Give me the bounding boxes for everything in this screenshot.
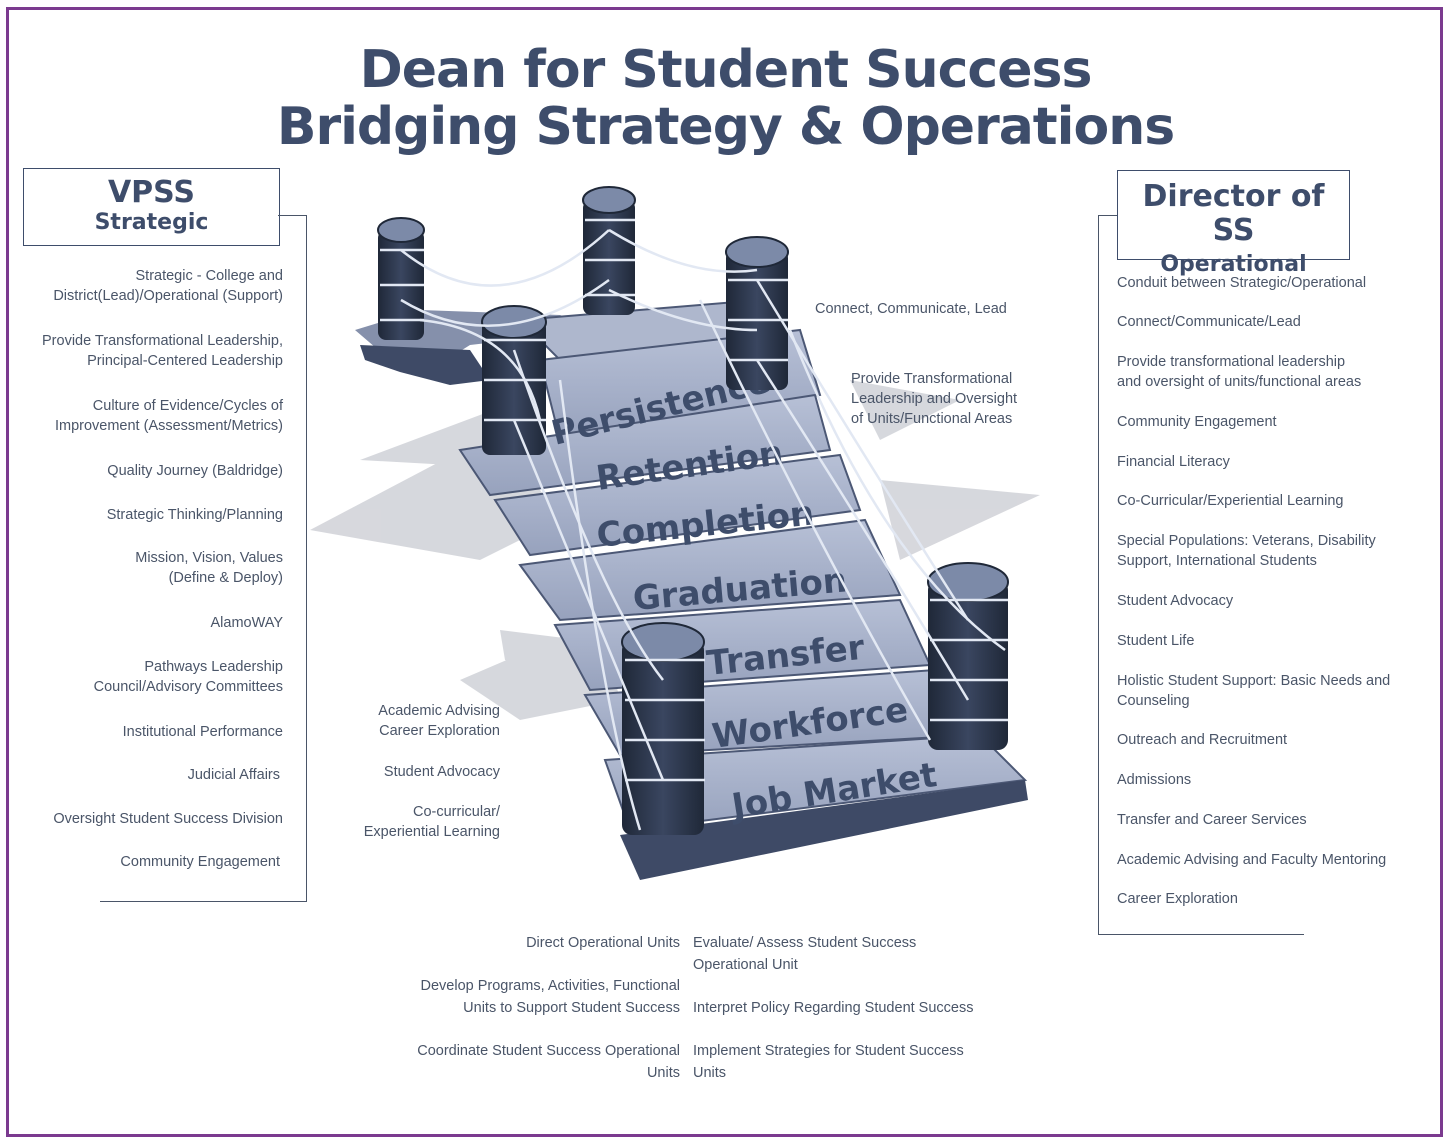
director-item: Community Engagement — [1117, 414, 1277, 430]
vpss-item: Provide Transformational Leadership, Pri… — [42, 333, 283, 369]
director-list: Conduit between Strategic/Operational Co… — [1117, 0, 1437, 1120]
director-item: Financial Literacy — [1117, 454, 1230, 470]
note-advocacy: Student Advocacy — [383, 764, 500, 780]
vpss-list: Strategic - College and District(Lead)/O… — [20, 0, 283, 1120]
vpss-item: Pathways Leadership Council/Advisory Com… — [93, 659, 283, 695]
vpss-item: Mission, Vision, Values (Define & Deploy… — [135, 550, 283, 586]
bottom-right-item: Interpret Policy Regarding Student Succe… — [693, 1000, 974, 1016]
vpss-item: Culture of Evidence/Cycles of Improvemen… — [54, 398, 283, 434]
page-title-line-2: Bridging Strategy & Operations — [276, 97, 1175, 157]
note-provide-oversight: Provide Transformational Leadership and … — [851, 371, 1018, 427]
bridge-deck — [458, 298, 1028, 880]
note-connect: Connect, Communicate, Lead — [815, 301, 1007, 317]
director-item: Holistic Student Support: Basic Needs an… — [1117, 673, 1391, 709]
vpss-item: Judicial Affairs — [187, 767, 280, 783]
bottom-right-item: Implement Strategies for Student Success… — [693, 1043, 964, 1081]
vpss-heading: VPSS — [107, 175, 196, 210]
director-item: Connect/Communicate/Lead — [1117, 314, 1301, 330]
vpss-heading-box: VPSS Strategic — [23, 168, 280, 246]
director-item: Transfer and Career Services — [1117, 812, 1307, 828]
page-title-line-1: Dean for Student Success — [359, 40, 1093, 100]
note-advising: Academic Advising Career Exploration — [378, 703, 500, 739]
vpss-item: Oversight Student Success Division — [53, 811, 283, 827]
director-item: Conduit between Strategic/Operational — [1117, 275, 1367, 291]
director-heading: Director of SS — [1142, 179, 1325, 248]
post — [927, 562, 1009, 750]
bridge-ropes — [380, 218, 1008, 831]
note-cocurricular: Co-curricular/ Experiential Learning — [363, 804, 500, 840]
vpss-item: AlamoWAY — [210, 615, 283, 631]
vpss-bracket — [100, 215, 307, 902]
vpss-item: Quality Journey (Baldridge) — [107, 463, 283, 479]
director-subheading: Operational — [1160, 252, 1307, 277]
vpss-subheading: Strategic — [94, 210, 209, 235]
director-item: Special Populations: Veterans, Disabilit… — [1117, 533, 1376, 569]
director-item: Co-Curricular/Experiential Learning — [1117, 493, 1344, 509]
director-bracket-top — [1098, 215, 1117, 216]
vpss-item: Strategic - College and District(Lead)/O… — [53, 268, 283, 304]
bottom-left-item: Coordinate Student Success Operational U… — [417, 1043, 680, 1081]
post — [621, 622, 705, 835]
director-item: Outreach and Recruitment — [1117, 732, 1288, 748]
director-item: Student Life — [1117, 633, 1195, 649]
post — [582, 186, 636, 315]
bottom-left-item: Direct Operational Units — [526, 935, 680, 951]
director-item: Student Advocacy — [1117, 593, 1234, 609]
director-bracket — [1098, 215, 1304, 935]
director-item: Career Exploration — [1117, 891, 1238, 907]
vpss-item: Strategic Thinking/Planning — [106, 507, 283, 523]
director-item: Academic Advising and Faculty Mentoring — [1117, 852, 1387, 868]
vpss-item: Community Engagement — [120, 854, 280, 870]
bottom-right-item: Evaluate/ Assess Student Success Operati… — [693, 935, 917, 973]
vpss-bracket-top — [278, 215, 306, 216]
vpss-item: Institutional Performance — [122, 724, 283, 740]
director-item: Provide transformational leadership and … — [1117, 354, 1362, 390]
director-item: Admissions — [1117, 772, 1192, 788]
post — [377, 217, 425, 340]
bottom-left-item: Develop Programs, Activities, Functional… — [420, 978, 681, 1016]
director-heading-box: Director of SS Operational — [1117, 170, 1350, 277]
